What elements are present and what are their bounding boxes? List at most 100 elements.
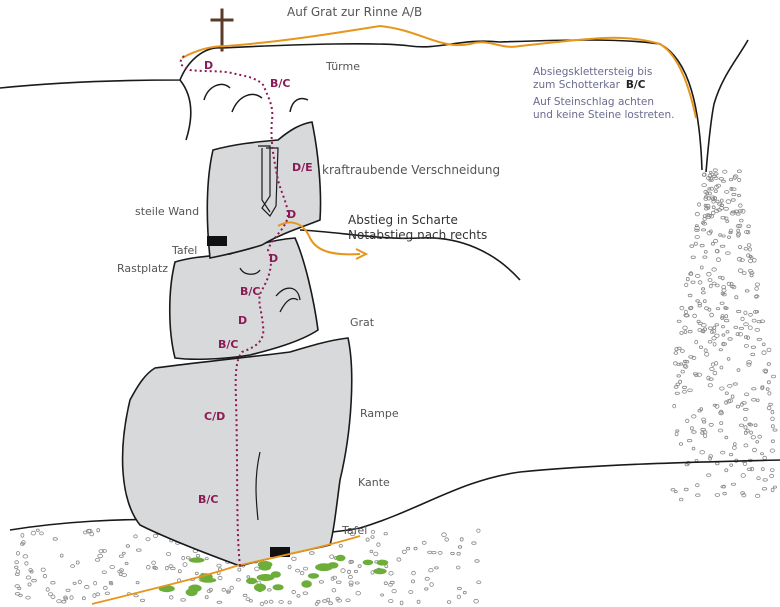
pebble xyxy=(737,332,744,337)
pebble xyxy=(694,228,700,232)
pebble xyxy=(63,595,68,600)
grass-tuft xyxy=(270,571,281,578)
label-tuerme: Türme xyxy=(326,60,360,73)
pebble xyxy=(688,272,694,276)
pebble xyxy=(50,594,56,599)
pebble xyxy=(694,211,700,217)
pebble xyxy=(118,572,123,577)
pebble xyxy=(721,333,726,337)
pebble xyxy=(751,387,757,391)
pebble xyxy=(685,276,690,282)
pebble xyxy=(770,374,777,379)
pebble xyxy=(735,404,741,409)
pebble xyxy=(760,467,765,472)
pebble xyxy=(410,579,415,584)
pebble xyxy=(700,431,705,435)
pebble xyxy=(762,478,768,482)
pebble xyxy=(749,430,753,435)
pebble xyxy=(742,407,749,411)
pebble xyxy=(749,271,755,275)
pebble xyxy=(42,573,48,579)
pebble xyxy=(714,360,718,366)
pebble xyxy=(701,183,707,188)
pebble xyxy=(708,170,713,174)
pebble xyxy=(462,590,467,595)
pebble xyxy=(744,230,750,234)
pebble xyxy=(291,589,296,595)
pebble xyxy=(721,325,725,329)
pebble xyxy=(69,595,74,600)
pebble xyxy=(168,595,174,600)
pebble xyxy=(703,348,708,353)
pebble xyxy=(707,191,712,196)
pebble xyxy=(729,284,735,288)
pebble xyxy=(680,369,685,374)
pebble xyxy=(706,230,712,236)
note-steinschlag-line1: Auf Steinschlag achten xyxy=(533,96,655,108)
pebble xyxy=(743,392,750,397)
pebble xyxy=(721,234,726,238)
pebble xyxy=(718,275,722,279)
pebble xyxy=(748,312,753,317)
label-abstieg-scharte: Abstieg in Scharte xyxy=(348,213,458,227)
note-steinschlag-line2: und keine Steine lostreten. xyxy=(533,109,675,121)
pebble xyxy=(732,382,738,386)
pebble xyxy=(740,473,746,478)
pebble xyxy=(724,391,729,395)
pebble xyxy=(713,176,719,181)
pebble xyxy=(708,326,713,330)
pebble xyxy=(25,575,32,580)
pebble xyxy=(676,374,681,378)
pebble xyxy=(746,362,752,367)
pebble xyxy=(338,543,343,548)
pebble xyxy=(773,485,778,489)
pebble xyxy=(177,569,182,574)
pebble xyxy=(746,360,752,365)
pebble xyxy=(702,172,707,177)
scree-field-right xyxy=(670,168,778,502)
pebble xyxy=(769,468,775,473)
label-verschneidung: kraftraubende Verschneidung xyxy=(322,163,501,177)
rock-upper-tower xyxy=(206,121,322,259)
pebble xyxy=(692,313,697,318)
pebble xyxy=(326,597,331,602)
pebble xyxy=(712,342,717,347)
pebble xyxy=(121,551,126,555)
pebble xyxy=(676,319,682,323)
pebble xyxy=(743,416,748,422)
pebble xyxy=(683,364,689,369)
pebble xyxy=(295,568,301,573)
pebble xyxy=(75,560,80,565)
note-steinschlag: Auf Steinschlag achten und keine Steine … xyxy=(533,96,675,122)
pebble xyxy=(376,542,381,547)
pebble xyxy=(738,245,743,250)
pebble xyxy=(124,561,129,566)
pebble xyxy=(740,208,746,214)
grass-tuft xyxy=(246,577,258,585)
label-notabstieg: Notabstieg nach rechts xyxy=(348,228,488,242)
pebble xyxy=(424,587,429,591)
pebble xyxy=(424,576,430,581)
pebble xyxy=(673,490,678,494)
pebble xyxy=(24,561,29,566)
pebble xyxy=(216,600,223,604)
pebble xyxy=(706,206,711,210)
pebble xyxy=(246,575,251,579)
pebble xyxy=(456,586,462,591)
pebble xyxy=(102,549,107,553)
pebble xyxy=(729,463,734,467)
pebble xyxy=(725,330,730,334)
pebble xyxy=(737,268,744,273)
pebble xyxy=(712,325,717,330)
pebble xyxy=(446,600,452,604)
pebble xyxy=(700,323,707,328)
pebble xyxy=(388,599,394,603)
pebble xyxy=(14,592,21,596)
pebble xyxy=(674,391,680,395)
grass-tuft xyxy=(373,568,387,575)
pebble xyxy=(673,385,679,389)
label-rastplatz: Rastplatz xyxy=(117,262,169,275)
pebble xyxy=(347,569,351,575)
route-approach xyxy=(91,535,361,605)
